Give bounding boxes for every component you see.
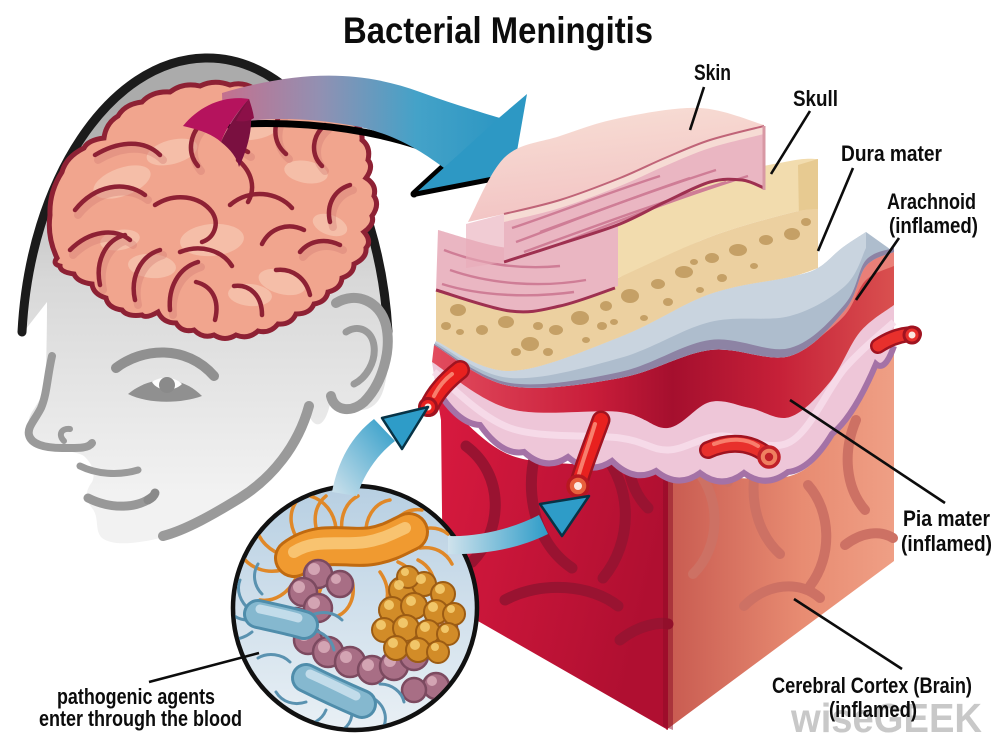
svg-text:Cerebral Cortex (Brain): Cerebral Cortex (Brain) [772,673,972,698]
svg-text:Skull: Skull [793,86,838,111]
svg-text:(inflamed): (inflamed) [901,531,992,556]
svg-text:pathogenic agents: pathogenic agents [57,684,215,709]
svg-text:wiseGEEK: wiseGEEK [790,695,982,741]
svg-text:Arachnoid: Arachnoid [887,189,976,214]
svg-text:enter through the blood: enter through the blood [39,706,242,731]
svg-text:Skin: Skin [694,60,731,85]
svg-text:Bacterial Meningitis: Bacterial Meningitis [343,10,653,51]
svg-text:(inflamed): (inflamed) [829,697,917,722]
svg-text:(inflamed): (inflamed) [889,213,978,238]
svg-text:Pia mater: Pia mater [903,506,990,531]
svg-text:Dura mater: Dura mater [841,141,942,166]
